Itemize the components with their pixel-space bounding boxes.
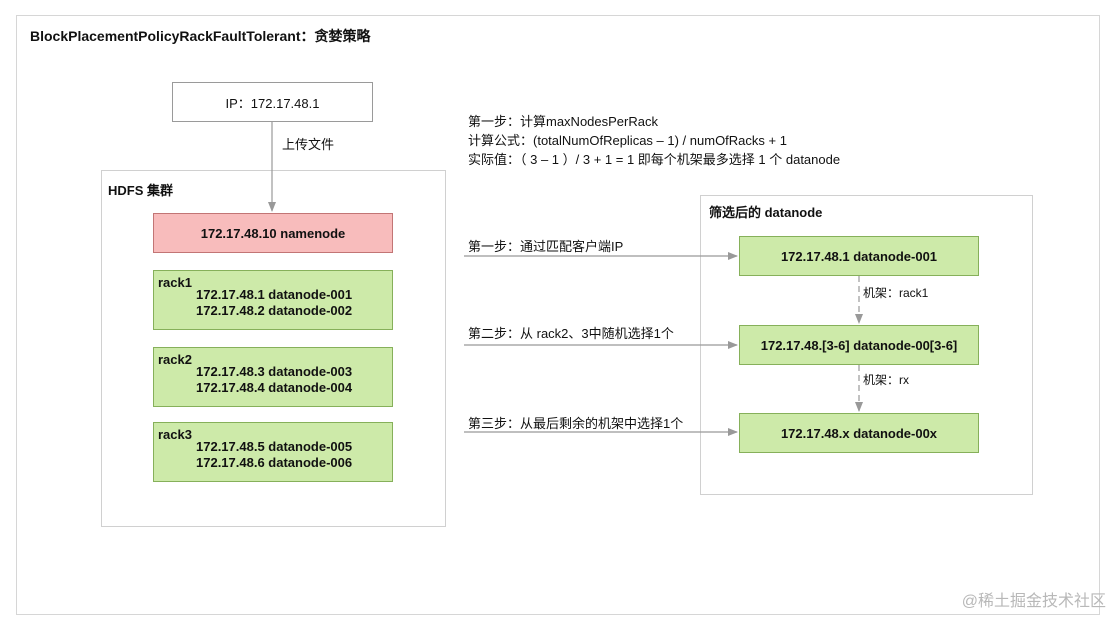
selection-step-2: 第二步：从 rack2、3中随机选择1个 bbox=[468, 326, 674, 341]
selection-step-1: 第一步：通过匹配客户端IP bbox=[468, 239, 624, 254]
rack3-box: rack3 172.17.48.5 datanode-005 172.17.48… bbox=[153, 422, 393, 482]
hdfs-cluster-label: HDFS 集群 bbox=[108, 183, 174, 198]
client-ip-box: IP：172.17.48.1 bbox=[172, 82, 373, 122]
namenode-box: 172.17.48.10 namenode bbox=[153, 213, 393, 253]
rack-node: 172.17.48.1 datanode-001 bbox=[196, 287, 353, 302]
hdfs-cluster-container bbox=[101, 170, 446, 527]
selected-datanode-label: 172.17.48.1 datanode-001 bbox=[780, 248, 938, 264]
rack-name: rack3 bbox=[158, 427, 192, 442]
selected-datanode-3: 172.17.48.x datanode-00x bbox=[739, 413, 979, 453]
selected-datanodes-label: 筛选后的 datanode bbox=[709, 205, 823, 220]
rack2-box: rack2 172.17.48.3 datanode-003 172.17.48… bbox=[153, 347, 393, 407]
rack-node: 172.17.48.2 datanode-002 bbox=[196, 303, 353, 318]
watermark: @稀土掘金技术社区 bbox=[961, 593, 1106, 610]
selected-datanode-label: 172.17.48.x datanode-00x bbox=[780, 425, 938, 441]
rack1-box: rack1 172.17.48.1 datanode-001 172.17.48… bbox=[153, 270, 393, 330]
diagram-frame bbox=[16, 15, 1100, 615]
rack-name: rack1 bbox=[158, 275, 192, 290]
rack-node: 172.17.48.6 datanode-006 bbox=[196, 455, 353, 470]
calc-formula: 计算公式：(totalNumOfReplicas – 1) / numOfRac… bbox=[468, 133, 787, 148]
diagram-title: BlockPlacementPolicyRackFaultTolerant：贪婪… bbox=[30, 28, 371, 44]
rack-node: 172.17.48.5 datanode-005 bbox=[196, 439, 353, 454]
selected-datanode-label: 172.17.48.[3-6] datanode-00[3-6] bbox=[760, 337, 958, 353]
calc-step-title: 第一步：计算maxNodesPerRack bbox=[468, 114, 658, 129]
rack-name: rack2 bbox=[158, 352, 192, 367]
namenode-label: 172.17.48.10 namenode bbox=[200, 225, 346, 241]
selection-step-3: 第三步：从最后剩余的机架中选择1个 bbox=[468, 416, 684, 431]
rack-label-rx: 机架：rx bbox=[861, 371, 911, 388]
calculation-notes: 第一步：计算maxNodesPerRack 计算公式：(totalNumOfRe… bbox=[468, 112, 840, 169]
client-ip-label: IP：172.17.48.1 bbox=[225, 95, 320, 111]
rack-node: 172.17.48.4 datanode-004 bbox=[196, 380, 353, 395]
selected-datanode-2: 172.17.48.[3-6] datanode-00[3-6] bbox=[739, 325, 979, 365]
selected-datanode-1: 172.17.48.1 datanode-001 bbox=[739, 236, 979, 276]
upload-label: 上传文件 bbox=[282, 137, 335, 152]
rack-label-rack1: 机架：rack1 bbox=[861, 284, 931, 301]
calc-actual-value: 实际值：（ 3 – 1 ）/ 3 + 1 = 1 即每个机架最多选择 1 个 d… bbox=[468, 152, 841, 167]
rack-node: 172.17.48.3 datanode-003 bbox=[196, 364, 353, 379]
